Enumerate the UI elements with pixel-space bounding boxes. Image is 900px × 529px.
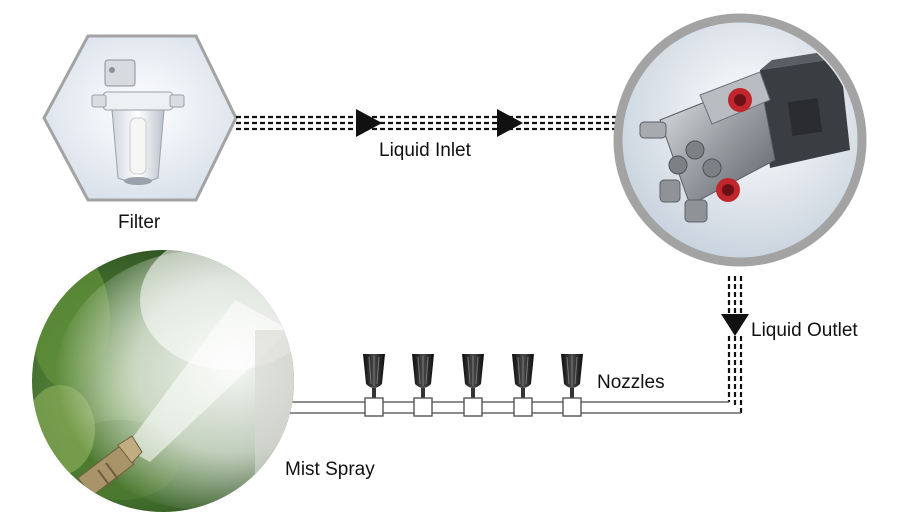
mist-spray-photo: [32, 250, 294, 512]
nozzle: [412, 354, 434, 417]
nozzle: [561, 354, 583, 417]
nozzle: [363, 354, 385, 417]
liquid-inlet-pipe: [236, 109, 616, 137]
mist-spray-label: Mist Spray: [285, 459, 375, 480]
nozzles-label: Nozzles: [597, 372, 665, 393]
liquid-outlet-pipe: [721, 276, 749, 413]
liquid-inlet-label: Liquid Inlet: [379, 140, 471, 161]
mist-spray-node: [32, 250, 294, 512]
flow-arrow-down-icon: [721, 314, 749, 336]
flow-arrow-right-icon: [356, 109, 382, 137]
pump-node: [613, 13, 867, 267]
nozzle-array: [363, 354, 583, 417]
water-filter-icon: [91, 59, 185, 185]
liquid-outlet-label: Liquid Outlet: [751, 320, 858, 341]
high-pressure-pump-icon: [639, 48, 850, 223]
filter-label: Filter: [118, 212, 161, 233]
nozzle: [512, 354, 534, 417]
flow-arrow-right-icon: [497, 109, 523, 137]
nozzle: [462, 354, 484, 417]
filter-node: [42, 34, 238, 202]
